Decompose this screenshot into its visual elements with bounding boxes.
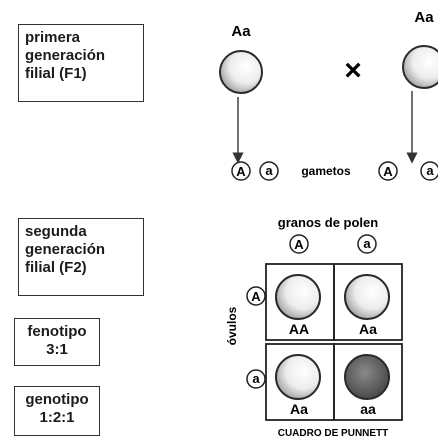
f2-label-box: segunda generación filial (F2)	[18, 218, 144, 296]
ovule-a	[246, 369, 266, 389]
pollen-label: granos de polen	[278, 215, 378, 230]
cell-label-Aa-top: Aa	[359, 321, 377, 337]
f2-label-line-1: segunda	[25, 223, 87, 240]
parent-left-pea	[219, 50, 263, 94]
parent-left-genotype: Aa	[231, 23, 251, 40]
pollen-a-label: a	[363, 236, 371, 251]
gamete-left-a-label: a	[265, 163, 273, 178]
pollen-A	[289, 234, 309, 254]
parent-right-pea	[402, 45, 438, 89]
gametes-label: gametos	[301, 164, 351, 178]
gamete-left-A	[231, 161, 251, 181]
punnett-title: CUADRO DE PUNNETT	[278, 428, 389, 439]
phenotype-box: fenotipo 3:1	[14, 318, 100, 366]
f1-label-box: primera generación filial (F1)	[18, 24, 144, 102]
f1-label-line-3: filial (F1)	[25, 65, 87, 82]
parent-right-genotype: Aa	[414, 9, 434, 26]
pea-Aa-bottom	[275, 354, 321, 400]
phenotype-ratio: 3:1	[46, 341, 68, 358]
cell-label-Aa-bottom: Aa	[290, 401, 308, 417]
punnett-cell-aa	[333, 343, 403, 421]
ovule-A-label: A	[251, 289, 261, 304]
punnett-cell-Aa-top	[333, 263, 403, 341]
f2-label-line-2: generación	[25, 241, 106, 258]
gamete-right-a	[420, 161, 438, 181]
f2-label-line-3: filial (F2)	[25, 259, 87, 276]
gamete-left-a	[259, 161, 279, 181]
phenotype-label: fenotipo	[27, 323, 87, 340]
genotype-box: genotipo 1:2:1	[14, 386, 100, 436]
gamete-left-A-label: A	[236, 164, 246, 179]
ovule-a-label: a	[252, 371, 260, 386]
ovule-A	[246, 286, 266, 306]
pollen-A-label: A	[294, 237, 304, 252]
pea-Aa-top	[344, 274, 390, 320]
f1-label-line-1: primera	[25, 29, 81, 46]
gamete-right-a-label: a	[426, 163, 434, 178]
pea-aa	[344, 354, 390, 400]
f1-label-line-2: generación	[25, 47, 106, 64]
cell-label-aa: aa	[360, 401, 376, 417]
pea-AA	[275, 274, 321, 320]
genotype-label: genotipo	[25, 391, 89, 408]
cross-symbol: ×	[344, 54, 362, 87]
genotype-ratio: 1:2:1	[39, 409, 75, 426]
cell-label-AA: AA	[289, 321, 309, 337]
ovules-label: óvulos	[225, 306, 239, 345]
gamete-right-A	[378, 161, 398, 181]
pollen-a	[357, 234, 377, 254]
gamete-right-A-label: A	[383, 164, 393, 179]
